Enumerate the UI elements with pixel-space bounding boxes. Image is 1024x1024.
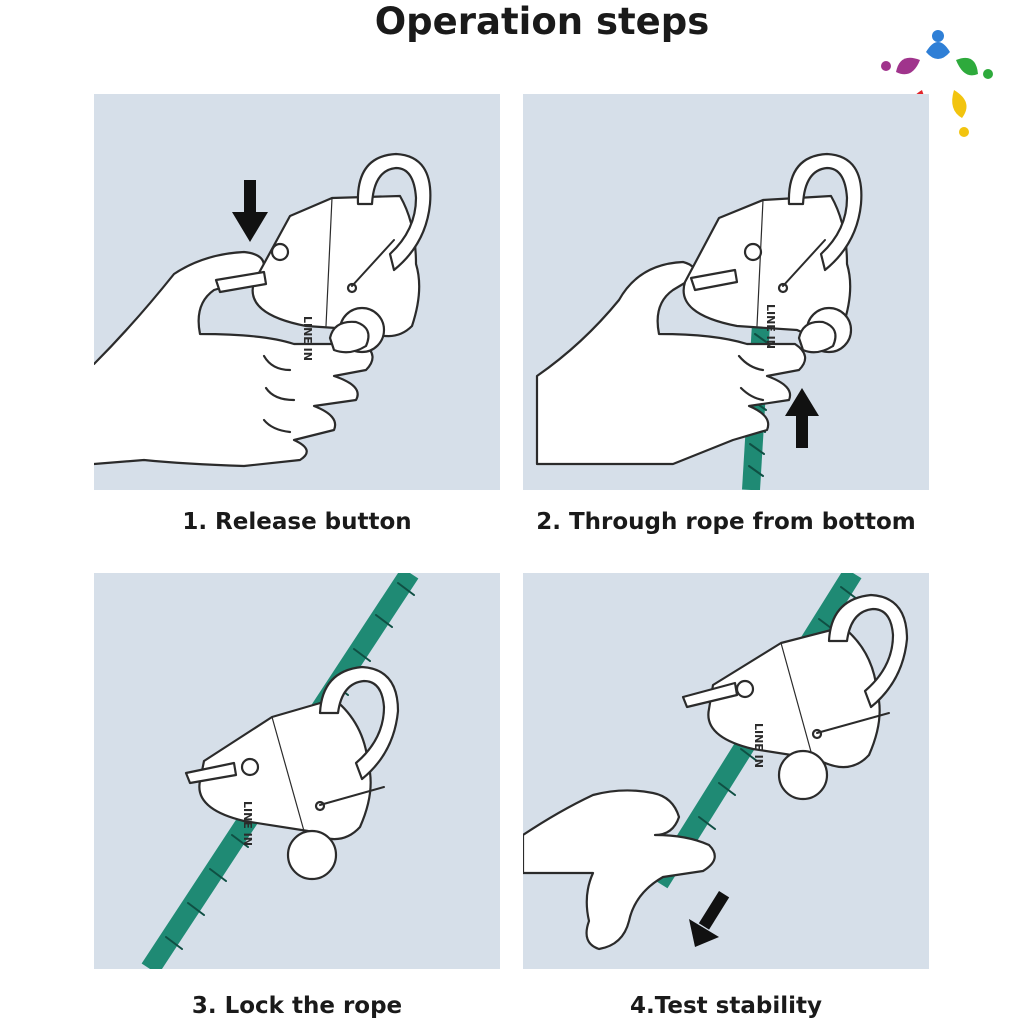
step-4-caption: 4.Test stability bbox=[630, 993, 822, 1019]
down-arrow-icon bbox=[232, 180, 268, 242]
page-title: Operation steps bbox=[374, 0, 710, 43]
step-1-illustration: LINE IN bbox=[94, 94, 500, 490]
buckle-label-4: LINE IN bbox=[752, 723, 765, 768]
buckle-label-1: LINE IN bbox=[301, 316, 314, 361]
step-4-illustration: LINE IN bbox=[523, 573, 929, 969]
step-2-caption: 2. Through rope from bottom bbox=[536, 509, 916, 535]
up-arrow-icon bbox=[785, 388, 819, 448]
buckle-label-3: LINE IN bbox=[241, 801, 254, 846]
step-1-caption: 1. Release button bbox=[182, 509, 412, 535]
step-2-illustration: LINE IN bbox=[523, 94, 929, 490]
buckle-label-2: LINE IN bbox=[764, 304, 777, 349]
step-3-illustration: LINE IN bbox=[94, 573, 500, 969]
down-left-arrow-icon bbox=[689, 891, 730, 947]
step-3-caption: 3. Lock the rope bbox=[191, 993, 403, 1019]
